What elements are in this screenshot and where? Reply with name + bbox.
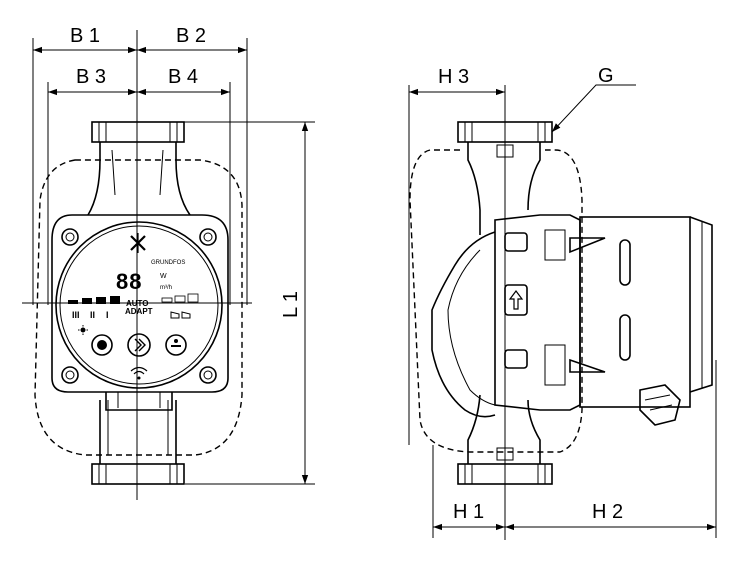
brand-text: GRUNDFOS — [151, 260, 185, 266]
side-motor-end-cap — [689, 216, 713, 393]
control-face — [55, 221, 223, 389]
motor-slot-lower — [619, 314, 631, 361]
upper-clamp — [569, 237, 606, 254]
h2-label: H 2 — [592, 501, 623, 523]
side-bottom-flange — [457, 463, 553, 485]
mode-label-adapt: ADAPT — [125, 307, 153, 316]
front-upper-neck — [87, 142, 191, 216]
neck-detail-line — [111, 149, 164, 196]
mode-select-button[interactable] — [127, 333, 151, 357]
lower-clamp — [569, 358, 606, 373]
h1-label: H 1 — [453, 501, 484, 523]
side-lower-neck — [467, 394, 541, 464]
upper-connector — [504, 232, 528, 252]
screw-center — [65, 232, 75, 242]
bar-graph-segments — [68, 293, 199, 304]
volute-inner-line — [447, 249, 496, 406]
b2-label: B 2 — [176, 25, 206, 47]
lower-body-detail — [117, 392, 161, 408]
side-upper-neck — [467, 142, 541, 235]
speed-label-1: I — [106, 310, 109, 320]
side-motor-dashed-outline — [409, 149, 583, 453]
front-top-flange — [91, 121, 185, 143]
screw-top-right — [199, 228, 217, 246]
grundfos-logo-icon — [130, 233, 146, 253]
l1-label: L 1 — [280, 291, 302, 318]
b3-label: B 3 — [76, 66, 106, 88]
g-label: G — [598, 65, 614, 87]
mode-label-auto: AUTO — [126, 299, 149, 308]
side-view: H 3 G H 1 H 2 — [408, 65, 717, 540]
front-view: B 1 B 2 B 3 B 4 L 1 — [22, 25, 315, 500]
screw-bottom-left — [61, 366, 79, 384]
screw-center — [203, 232, 213, 242]
front-lower-body — [105, 392, 173, 411]
wireless-signal-icon — [130, 366, 148, 380]
b4-label: B 4 — [168, 66, 198, 88]
speed-label-2: II — [90, 310, 95, 320]
neck-boss — [496, 144, 514, 158]
neck-detail-line — [107, 400, 169, 455]
flow-direction-plate — [504, 284, 528, 316]
display-digits: 88 — [116, 269, 142, 294]
display-unit-w: W — [160, 273, 167, 280]
terminal-detail — [544, 229, 566, 261]
neck-boss — [496, 447, 514, 461]
side-top-flange — [457, 121, 553, 143]
lower-connector — [504, 349, 528, 369]
speed-label-3: III — [72, 310, 80, 320]
screw-bottom-right — [199, 366, 217, 384]
constant-pressure-icon — [170, 311, 191, 319]
b1-label: B 1 — [70, 25, 100, 47]
motor-slot-upper — [619, 239, 631, 286]
settings-button[interactable] — [165, 334, 187, 356]
control-housing — [51, 214, 229, 393]
control-face-inner-ring — [59, 225, 219, 385]
h3-label: H 3 — [438, 66, 469, 88]
front-lower-neck — [99, 400, 177, 464]
side-motor-housing — [579, 216, 691, 408]
front-bottom-flange — [91, 463, 185, 485]
screw-center — [65, 370, 75, 380]
cable-plug — [639, 384, 681, 426]
front-motor-dashed-outline — [34, 159, 243, 456]
g-leader-line — [551, 84, 636, 133]
night-mode-button[interactable] — [91, 334, 113, 356]
plug-detail — [644, 394, 673, 411]
side-terminal-block — [494, 214, 581, 411]
screw-center — [203, 370, 213, 380]
screw-top-left — [61, 228, 79, 246]
display-unit-flow: m³/h — [160, 285, 172, 291]
side-volute-body — [431, 231, 496, 418]
night-mode-indicator-icon — [78, 325, 88, 335]
terminal-detail — [544, 344, 566, 386]
flow-direction-arrow-icon — [508, 290, 524, 310]
